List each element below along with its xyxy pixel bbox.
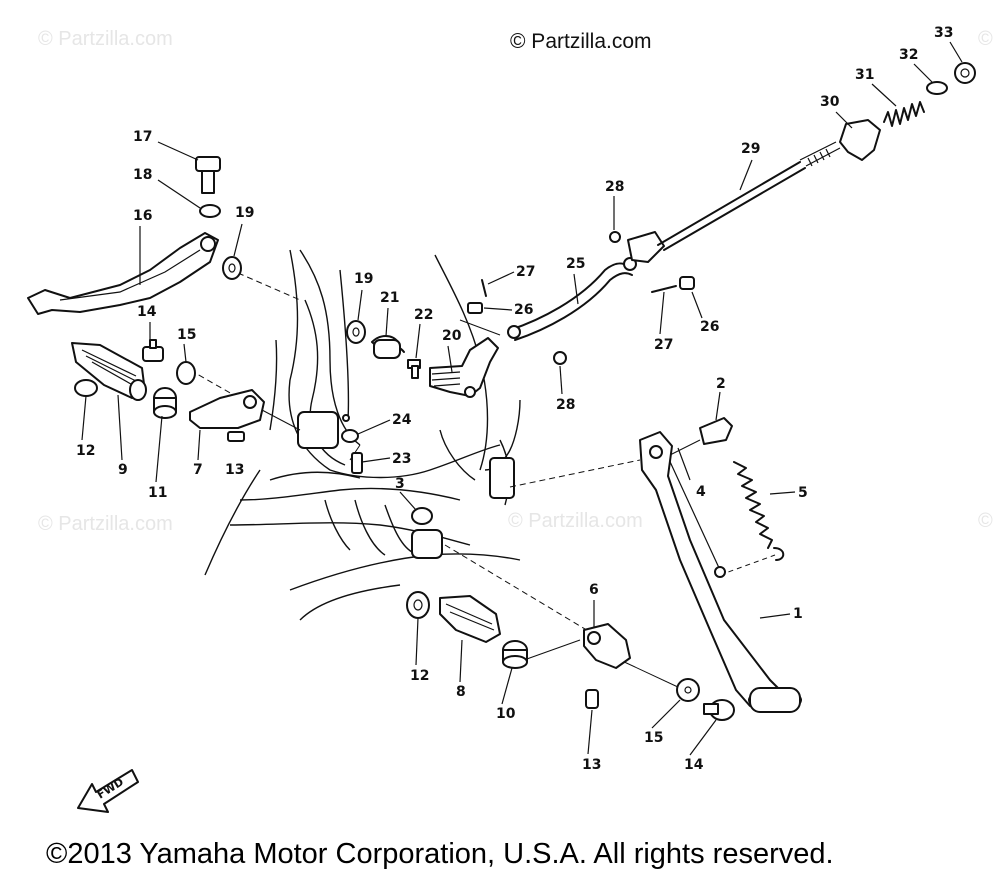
joint-30 — [839, 119, 881, 161]
callout-33: 33 — [934, 25, 953, 41]
washer-15-right — [676, 678, 700, 702]
footrest-bracket-7 — [189, 389, 265, 429]
watermark-mid-center: © Partzilla.com — [508, 510, 643, 532]
spring-31 — [883, 101, 925, 127]
frame-stand-bracket — [489, 457, 515, 499]
callout-8: 8 — [456, 684, 466, 700]
callout-11: 11 — [148, 485, 167, 501]
pin-28-top — [609, 231, 621, 243]
nut-18 — [199, 204, 221, 218]
callout-25: 25 — [566, 256, 585, 272]
washer-12-left — [74, 379, 98, 397]
cotter-pin-27-top — [481, 279, 487, 297]
callout-17: 17 — [133, 129, 152, 145]
callout-12-left: 12 — [76, 443, 95, 459]
spring-11 — [153, 387, 177, 419]
callout-6: 6 — [589, 582, 599, 598]
bolt-23 — [351, 452, 363, 474]
bolt-2 — [699, 417, 733, 445]
callout-26-right: 26 — [700, 319, 719, 335]
callout-16: 16 — [133, 208, 152, 224]
footrest-bracket-6 — [583, 623, 631, 669]
right-footrest-8 — [439, 595, 501, 643]
callout-1: 1 — [793, 606, 803, 622]
nut-24 — [341, 414, 359, 443]
callout-15-right: 15 — [644, 730, 663, 746]
frame-outline — [204, 249, 521, 621]
callout-leaders — [81, 41, 963, 756]
watermark-top-left: © Partzilla.com — [38, 28, 173, 50]
washer-19-center — [346, 320, 366, 344]
frame-pivot-block — [297, 411, 339, 449]
callout-32: 32 — [899, 47, 918, 63]
clevis-joint — [627, 231, 665, 263]
pin-26-left — [467, 302, 483, 314]
pin-13-left — [227, 431, 245, 442]
bolt-17 — [195, 156, 221, 194]
spring-5 — [733, 461, 785, 561]
bolt-14-left — [142, 339, 164, 362]
callout-5: 5 — [798, 485, 808, 501]
callout-27-right: 27 — [654, 337, 673, 353]
callout-19-left: 19 — [235, 205, 254, 221]
bolt-14-right — [703, 699, 735, 721]
watermark-mid-left: © Partzilla.com — [38, 513, 173, 535]
callout-18: 18 — [133, 167, 152, 183]
left-footrest — [71, 342, 147, 401]
callout-13-left: 13 — [225, 462, 244, 478]
callout-labels: 1 2 3 4 5 6 7 8 9 10 11 12 12 13 13 14 1… — [76, 25, 953, 773]
callout-27-top: 27 — [516, 264, 535, 280]
callout-2: 2 — [716, 376, 726, 392]
callout-10: 10 — [496, 706, 516, 722]
frame-footrest-mount — [411, 529, 443, 559]
callout-3: 3 — [395, 476, 405, 492]
pin-28-middle — [553, 351, 567, 365]
watermark-top-right: © — [978, 28, 993, 50]
callout-26-left: 26 — [514, 302, 533, 318]
copyright-notice: ©2013 Yamaha Motor Corporation, U.S.A. A… — [46, 838, 834, 870]
washer-19-left — [222, 256, 242, 280]
callout-30: 30 — [820, 94, 840, 110]
callout-31: 31 — [855, 67, 874, 83]
callout-4: 4 — [696, 484, 706, 500]
spring-21 — [371, 335, 405, 359]
callout-24: 24 — [392, 412, 412, 428]
callout-14-right: 14 — [684, 757, 704, 773]
callout-13-right: 13 — [582, 757, 601, 773]
callout-20: 20 — [442, 328, 462, 344]
callout-23: 23 — [392, 451, 411, 467]
brake-pedal — [27, 232, 219, 315]
shaft-20 — [429, 337, 499, 398]
pin-26-right — [679, 276, 695, 290]
spring-10 — [502, 640, 528, 669]
sidestand-1 — [639, 431, 802, 713]
callout-21: 21 — [380, 290, 399, 306]
brake-rod-29 — [657, 141, 841, 251]
adjuster-nut-33 — [954, 62, 976, 84]
washer-15-left — [176, 361, 196, 385]
cotter-pin-27-right — [651, 285, 677, 293]
callout-28-top: 28 — [605, 179, 624, 195]
callout-12-right: 12 — [410, 668, 429, 684]
callout-15-left: 15 — [177, 327, 196, 343]
washer-32 — [926, 81, 948, 95]
callout-19-center: 19 — [354, 271, 373, 287]
fwd-arrow-icon: FWD — [77, 769, 139, 813]
callout-14-left: 14 — [137, 304, 157, 320]
watermark-top-center: © Partzilla.com — [510, 30, 652, 53]
pin-13-right — [585, 689, 599, 709]
callout-29: 29 — [741, 141, 760, 157]
washer-12-right — [406, 591, 430, 619]
callout-28-middle: 28 — [556, 397, 575, 413]
watermark-mid-right: © — [978, 510, 993, 532]
callout-9: 9 — [118, 462, 128, 478]
callout-22: 22 — [414, 307, 433, 323]
nut-3 — [411, 507, 433, 525]
collar-4 — [677, 447, 691, 481]
bolt-22 — [407, 359, 421, 379]
callout-7: 7 — [193, 462, 203, 478]
